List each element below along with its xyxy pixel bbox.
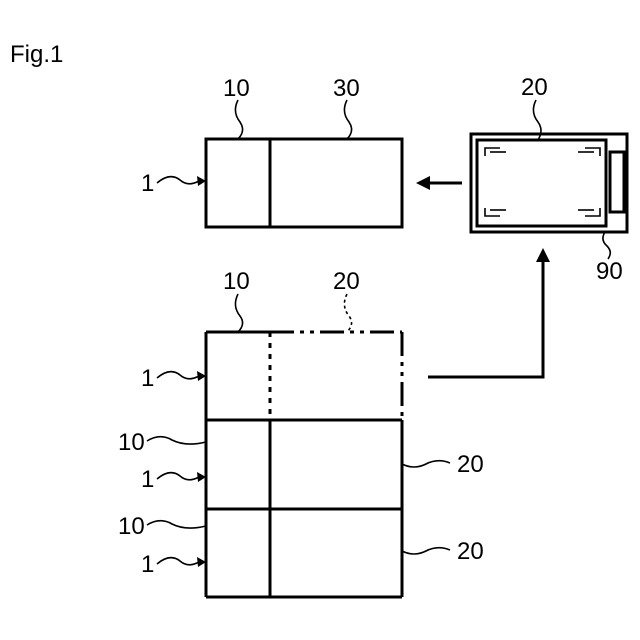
- label-row3-20: 20: [457, 538, 484, 565]
- leader-row3-10: [147, 521, 206, 528]
- leader-stack-10: [235, 294, 242, 332]
- card-device-side-slot: [610, 152, 624, 212]
- label-top-30: 30: [333, 75, 360, 102]
- arrow-stack-to-card-shaft: [428, 262, 543, 377]
- assembled-unit: [206, 139, 402, 227]
- leader-row3-1: [157, 558, 199, 565]
- label-row2-10: 10: [118, 429, 145, 456]
- arrow-card-to-unit-head: [416, 176, 430, 190]
- figure-title: Fig.1: [10, 41, 63, 68]
- assembled-unit-outline: [206, 139, 402, 227]
- leader-row2-1: [157, 473, 199, 480]
- arrow-stack-to-card-head: [536, 248, 550, 262]
- leader-top-10: [235, 100, 242, 139]
- label-top-10: 10: [223, 75, 250, 102]
- leader-row2-10: [147, 437, 206, 444]
- label-card-90: 90: [596, 258, 623, 285]
- label-stack-20-dashed: 20: [333, 268, 360, 295]
- stacked-units: [206, 332, 402, 597]
- card-device-inner: [477, 140, 606, 226]
- leader-top-30: [344, 100, 351, 139]
- leader-card-90: [603, 232, 610, 259]
- label-top-1: 1: [141, 170, 154, 197]
- leader-row2-20: [402, 461, 450, 467]
- card-device: [471, 134, 627, 232]
- label-row1-1: 1: [141, 365, 154, 392]
- label-stack-10: 10: [223, 268, 250, 295]
- leader-stack-20-dashed: [344, 294, 351, 332]
- leader-row1-1: [157, 372, 199, 379]
- leader-row3-20: [402, 548, 450, 554]
- label-row2-20: 20: [457, 451, 484, 478]
- leader-top-1: [157, 177, 199, 184]
- label-row2-1: 1: [141, 466, 154, 493]
- label-card-20: 20: [521, 74, 548, 101]
- label-row3-10: 10: [118, 513, 145, 540]
- label-row3-1: 1: [141, 551, 154, 578]
